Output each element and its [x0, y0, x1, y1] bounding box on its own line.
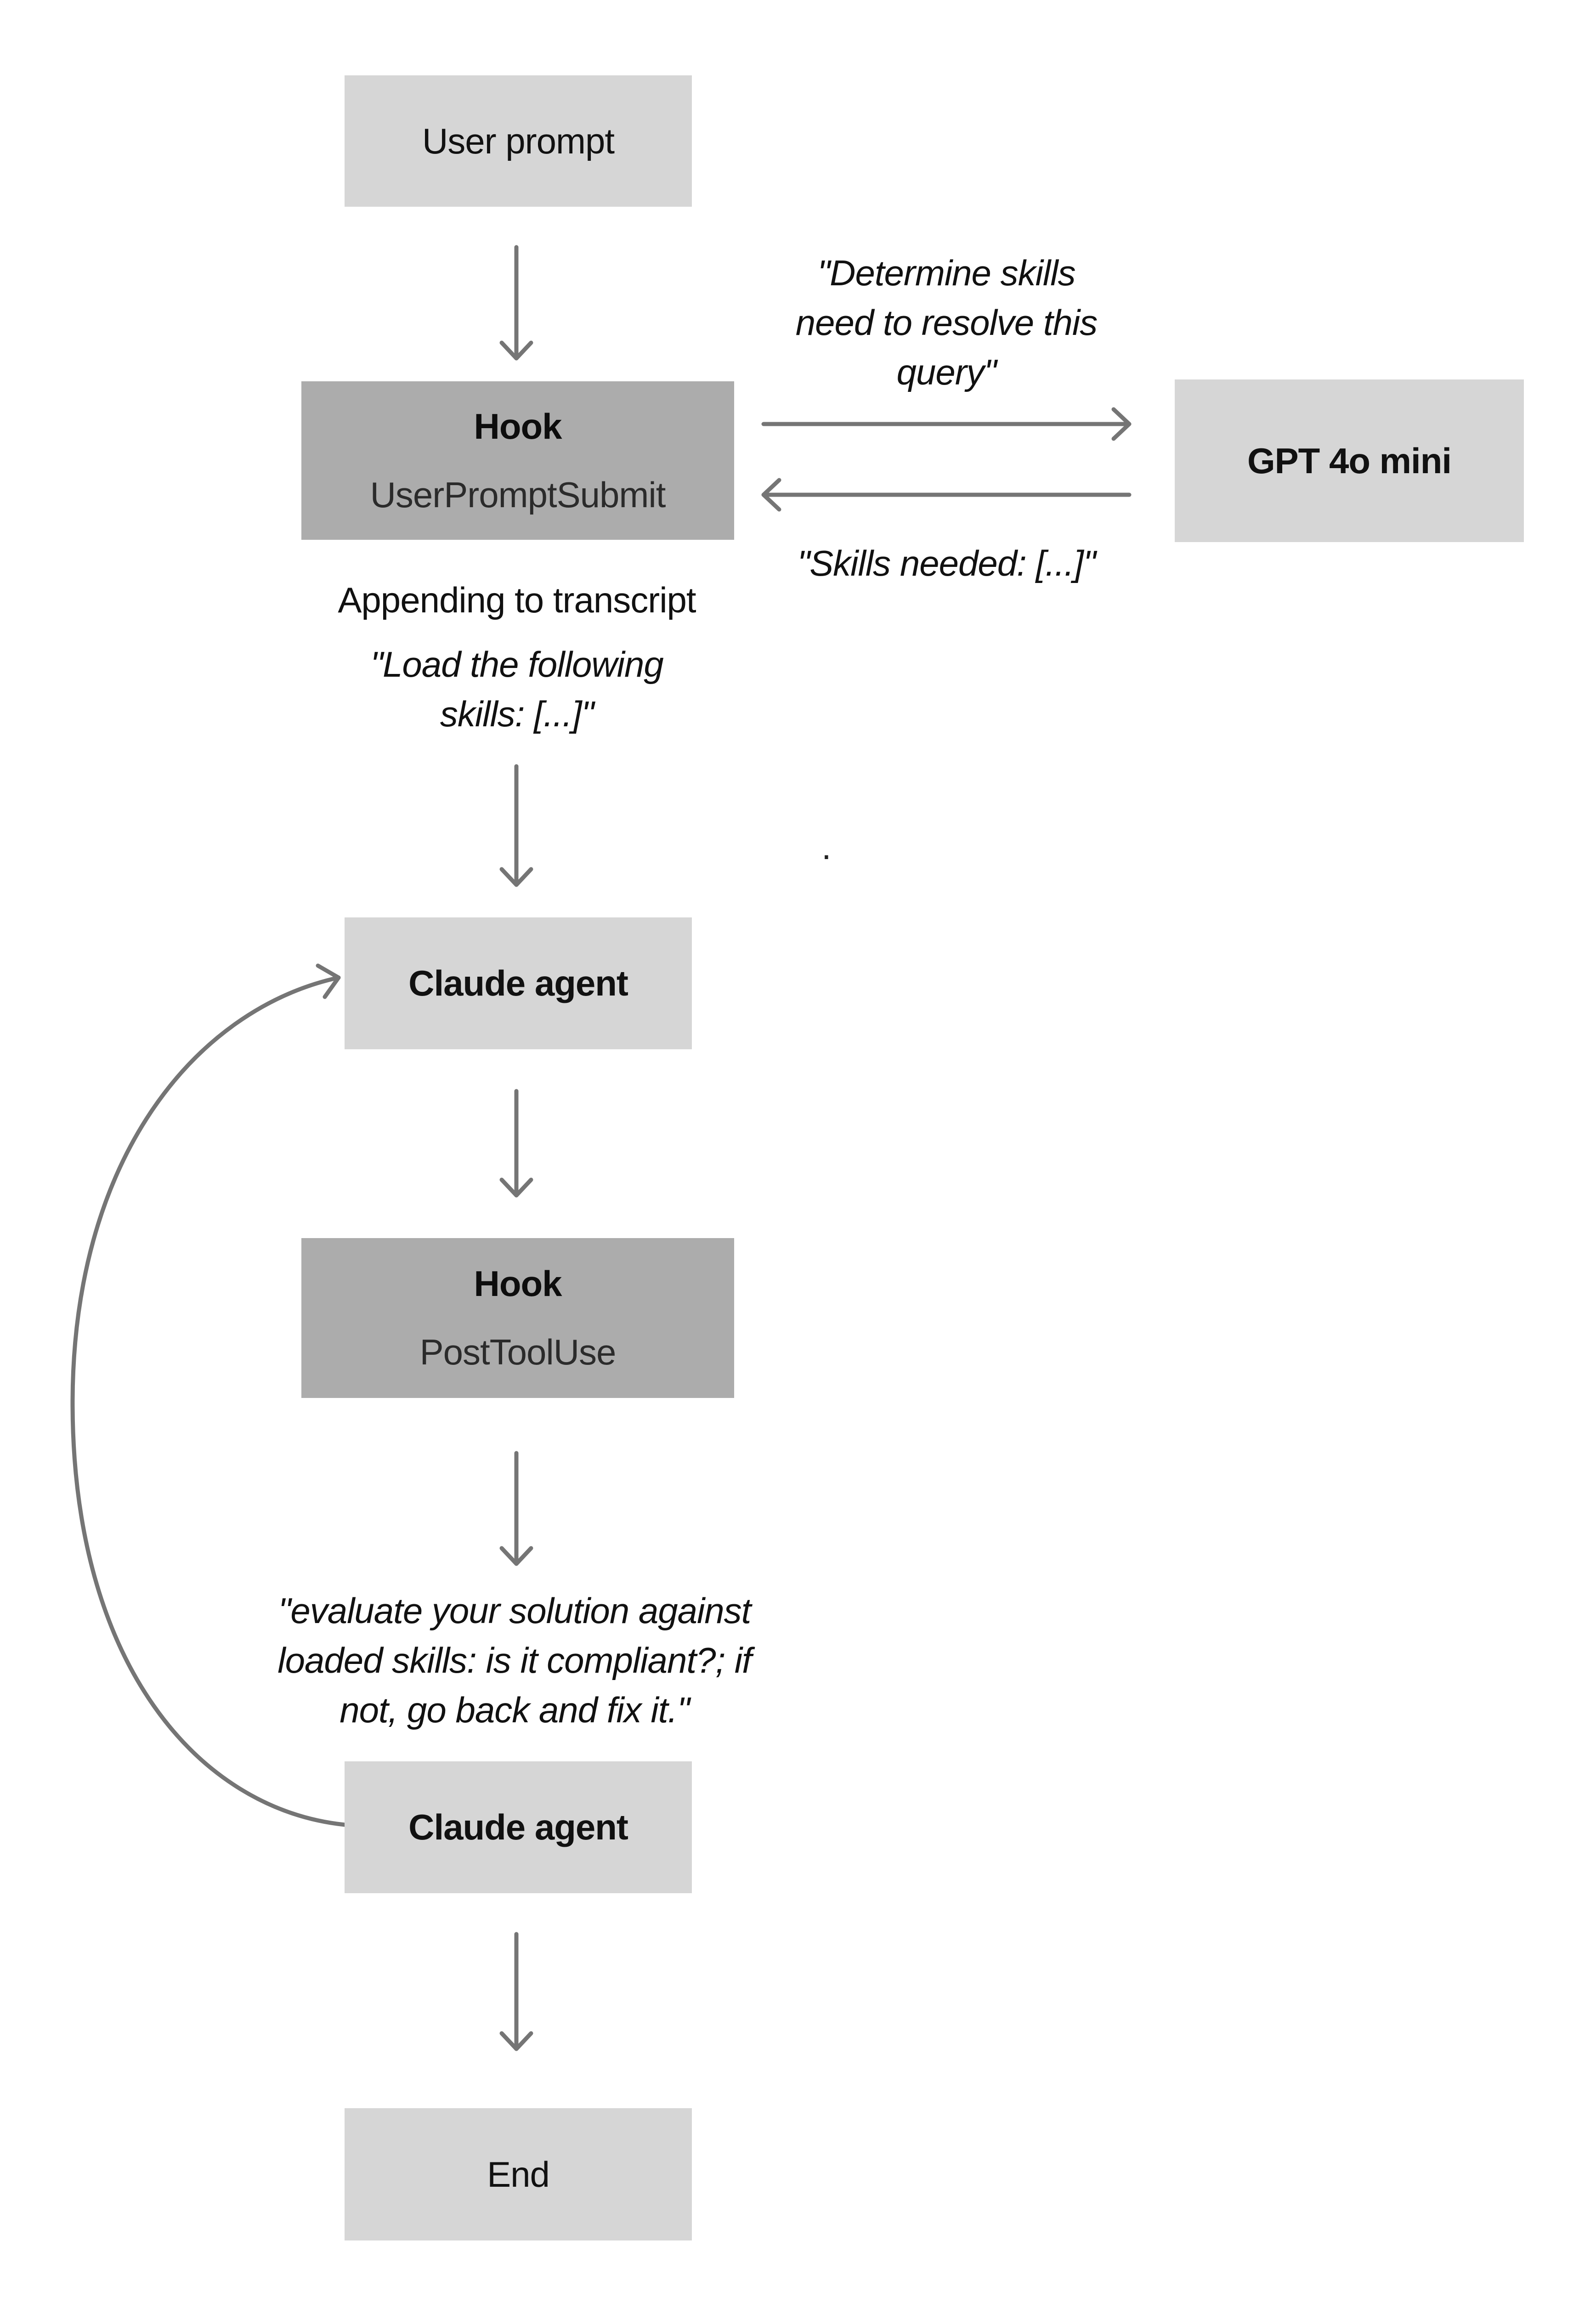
note-appending-to-transcript: Appending to transcript	[338, 580, 696, 620]
arrow-hook-to-evaluate-note	[499, 1451, 533, 1566]
node-hook-userpromptsubmit: Hook UserPromptSubmit	[301, 381, 734, 540]
note-evaluate-solution: "evaluate your solution against loaded s…	[277, 1590, 752, 1730]
note-determine-skills: "Determine skills need to resolve this q…	[795, 253, 1098, 392]
node-hook-posttooluse: Hook PostToolUse	[301, 1238, 734, 1398]
arrow-transcript-to-claude-agent	[499, 764, 533, 887]
arrow-hook-to-gpt	[761, 407, 1132, 441]
hook-title: Hook	[474, 406, 562, 447]
note-load-skills: "Load the following skills: [...]"	[370, 644, 664, 734]
stray-period-dot: .	[821, 826, 832, 867]
node-end: End	[345, 2108, 692, 2240]
hook-title: Hook	[474, 1263, 562, 1304]
hook-event-posttooluse: PostToolUse	[419, 1332, 617, 1372]
arrow-claude-agent-2-to-end	[499, 1932, 533, 2051]
node-user-prompt: User prompt	[345, 75, 692, 207]
hook-event-userpromptsubmit: UserPromptSubmit	[370, 474, 666, 515]
arrow-claude-agent-to-hook-posttooluse	[499, 1089, 533, 1198]
note-skills-needed: "Skills needed: [...]"	[797, 543, 1096, 583]
arrow-user-prompt-to-hook	[499, 245, 533, 361]
arrow-gpt-to-hook	[761, 478, 1132, 512]
node-claude-agent-1: Claude agent	[345, 917, 692, 1049]
node-claude-agent-2: Claude agent	[345, 1761, 692, 1893]
node-gpt-4o-mini: GPT 4o mini	[1175, 379, 1524, 542]
